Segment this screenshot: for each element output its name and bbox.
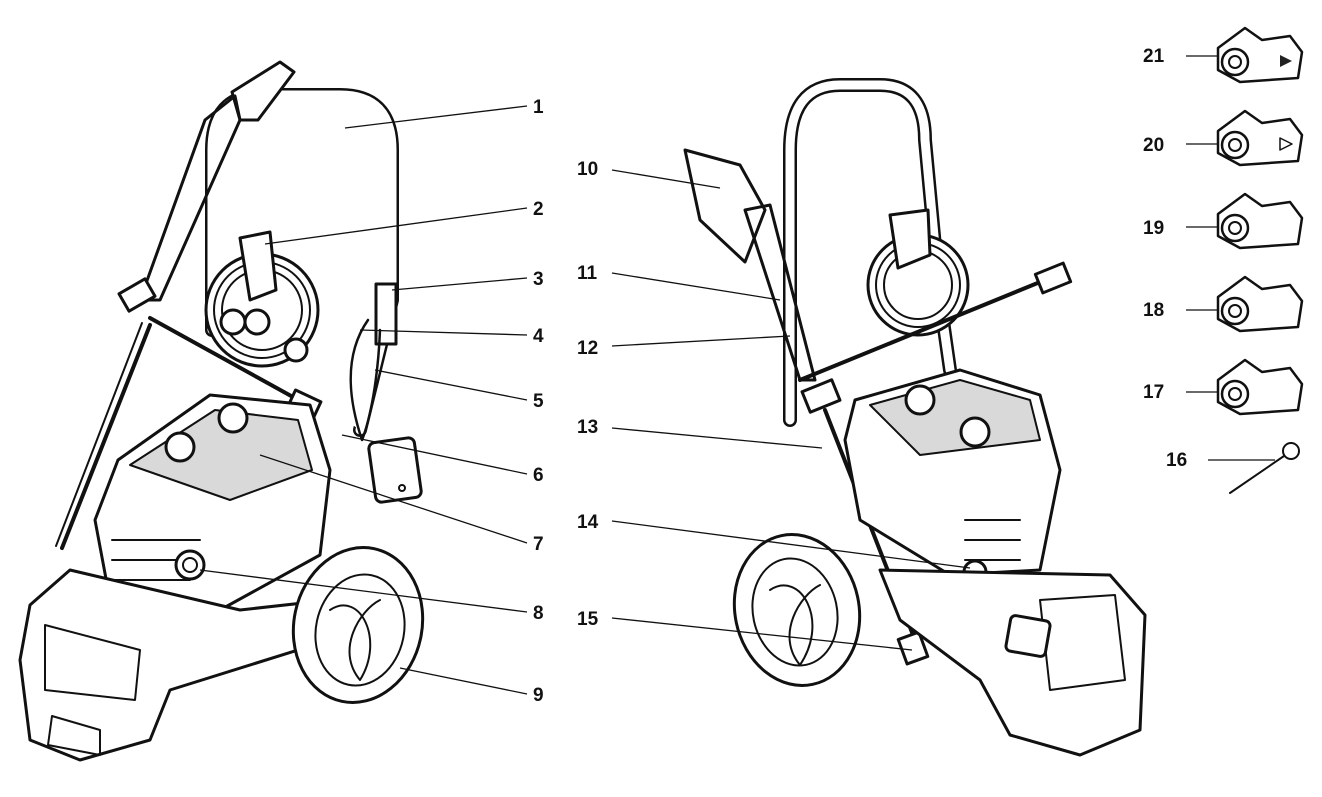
callout-11: 11 (577, 263, 598, 284)
nozzle-cleaning-tool (1229, 442, 1300, 494)
callout-3: 3 (533, 269, 544, 290)
nozzle-tip-19 (1216, 192, 1304, 250)
callout-14: 14 (577, 512, 599, 533)
callout-13: 13 (577, 417, 598, 438)
callout-1: 1 (533, 97, 544, 118)
callout-4: 4 (533, 326, 544, 347)
nozzle-tip-18 (1216, 275, 1304, 333)
callout-17: 17 (1143, 382, 1164, 403)
callout-12: 12 (577, 338, 598, 359)
callout-6: 6 (533, 465, 544, 486)
leader-lines (199, 55, 1275, 695)
callout-15: 15 (577, 609, 599, 630)
callout-2: 2 (533, 199, 544, 220)
front-view-illustration (18, 60, 425, 762)
nozzle-tip-20 (1216, 109, 1304, 167)
callout-21: 21 (1143, 46, 1165, 67)
callout-5: 5 (533, 391, 544, 412)
callout-19: 19 (1143, 218, 1164, 239)
callout-7: 7 (533, 534, 544, 555)
callout-labels: 1 2 3 4 5 6 7 8 9 10 11 12 13 14 15 16 1… (533, 46, 1187, 706)
nozzle-tip-21 (1216, 26, 1304, 84)
rear-view-illustration (683, 78, 1147, 757)
callout-16: 16 (1166, 450, 1187, 471)
callout-10: 10 (577, 159, 598, 180)
callout-18: 18 (1143, 300, 1164, 321)
callout-8: 8 (533, 603, 544, 624)
callout-20: 20 (1143, 135, 1164, 156)
nozzle-tips (1216, 26, 1304, 416)
nozzle-tip-17 (1216, 358, 1304, 416)
callout-9: 9 (533, 685, 544, 706)
